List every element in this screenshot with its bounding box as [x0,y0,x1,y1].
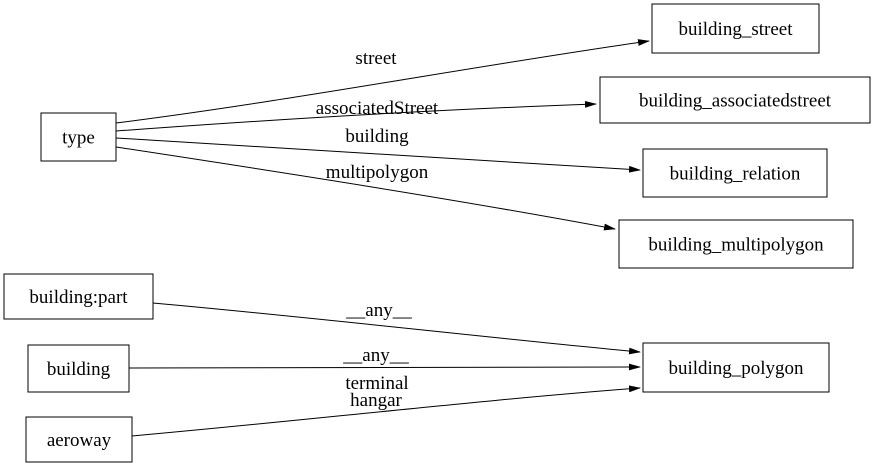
edge-label-any-2: __any__ [342,345,409,366]
node-building_multipolygon: building_multipolygon [618,219,854,269]
node-building_associatedstreet-box [599,76,871,124]
edge-label-street: street [355,48,397,69]
edge-label-building: building [345,126,409,147]
node-type-label: type [62,128,95,149]
node-building_relation-label: building_relation [670,164,801,185]
node-building_part-box [3,273,154,320]
node-building_part: building:part [3,273,154,320]
node-aeroway-label: aeroway [47,430,112,451]
edge-label-multipolygon: multipolygon [326,162,429,183]
edge-label-any-1: __any__ [345,300,412,321]
edge-label-terminal: terminal [345,373,408,394]
edge-label-associatedstreet: associatedStreet [316,98,439,119]
node-building-box [27,344,130,393]
edge-building_part-building_polygon [152,302,641,355]
node-building_associatedstreet-label: building_associatedstreet [639,91,832,112]
edge-type-building_multipolygon [115,146,616,231]
node-building_multipolygon-label: building_multipolygon [648,235,824,256]
node-building_relation: building_relation [642,148,828,198]
node-building_polygon-label: building_polygon [668,358,804,379]
edge-building-building_polygon [128,363,641,371]
node-building_associatedstreet: building_associatedstreet [599,76,871,124]
edge-labels-layer: street associatedStreet building multipo… [316,48,439,411]
nodes-layer: type building_street building_associated… [3,3,871,463]
edge-type-building_associatedstreet [115,100,597,132]
node-building_multipolygon-box [618,219,854,269]
node-type: type [40,112,117,162]
node-building-label: building [47,359,111,380]
edge-label-hangar: hangar [350,390,402,411]
node-aeroway: aeroway [25,416,133,463]
node-aeroway-box [25,416,133,463]
node-building_street-box [651,3,820,54]
node-building_polygon-box [642,342,830,393]
node-building_polygon: building_polygon [642,342,830,393]
node-building: building [27,344,130,393]
node-building_street-label: building_street [679,19,794,40]
node-type-box [40,112,117,162]
node-building_street: building_street [651,3,820,54]
node-building_part-label: building:part [29,287,128,308]
node-building_relation-box [642,148,828,198]
edge-aeroway-building_polygon [131,385,641,437]
edge-type-building_street [115,39,650,124]
